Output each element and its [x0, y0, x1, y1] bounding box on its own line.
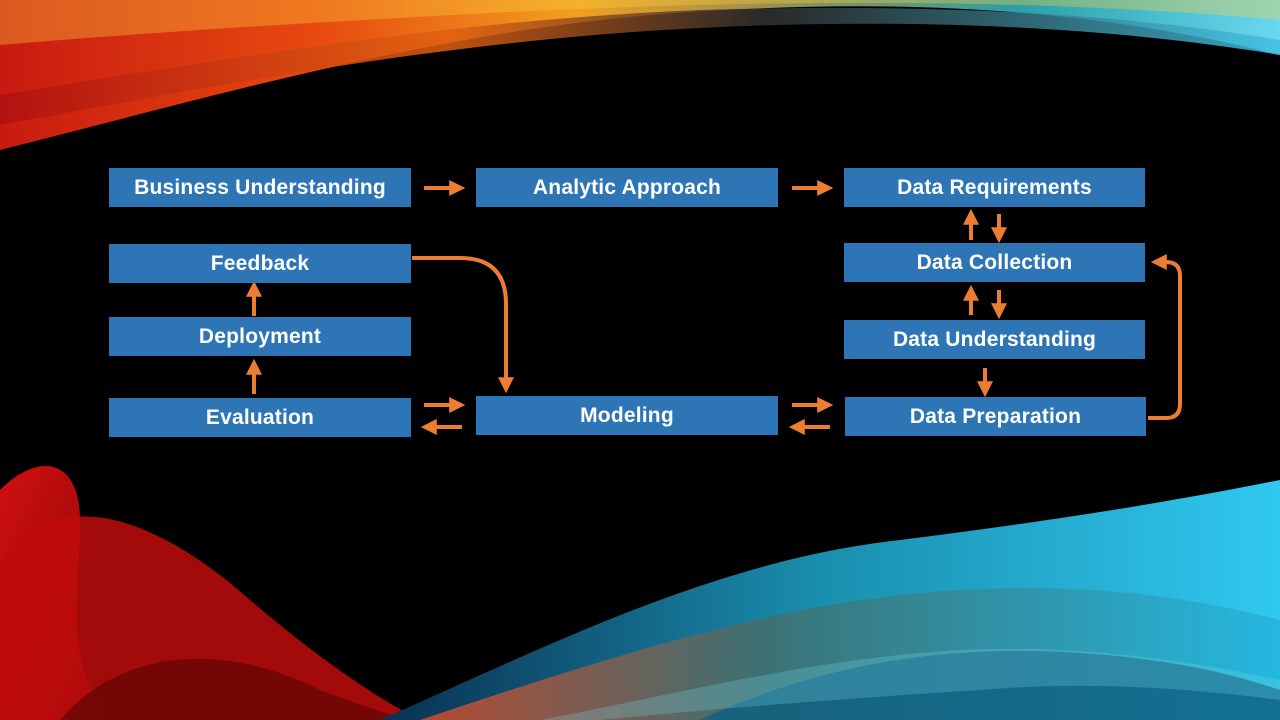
step-modeling: Modeling — [476, 396, 778, 435]
step-data-requirements: Data Requirements — [844, 168, 1145, 207]
step-deployment: Deployment — [109, 317, 411, 356]
step-data-collection: Data Collection — [844, 243, 1145, 282]
step-business-understanding: Business Understanding — [109, 168, 411, 207]
step-data-preparation: Data Preparation — [845, 397, 1146, 436]
step-analytic-approach: Analytic Approach — [476, 168, 778, 207]
step-evaluation: Evaluation — [109, 398, 411, 437]
step-data-understanding: Data Understanding — [844, 320, 1145, 359]
step-feedback: Feedback — [109, 244, 411, 283]
